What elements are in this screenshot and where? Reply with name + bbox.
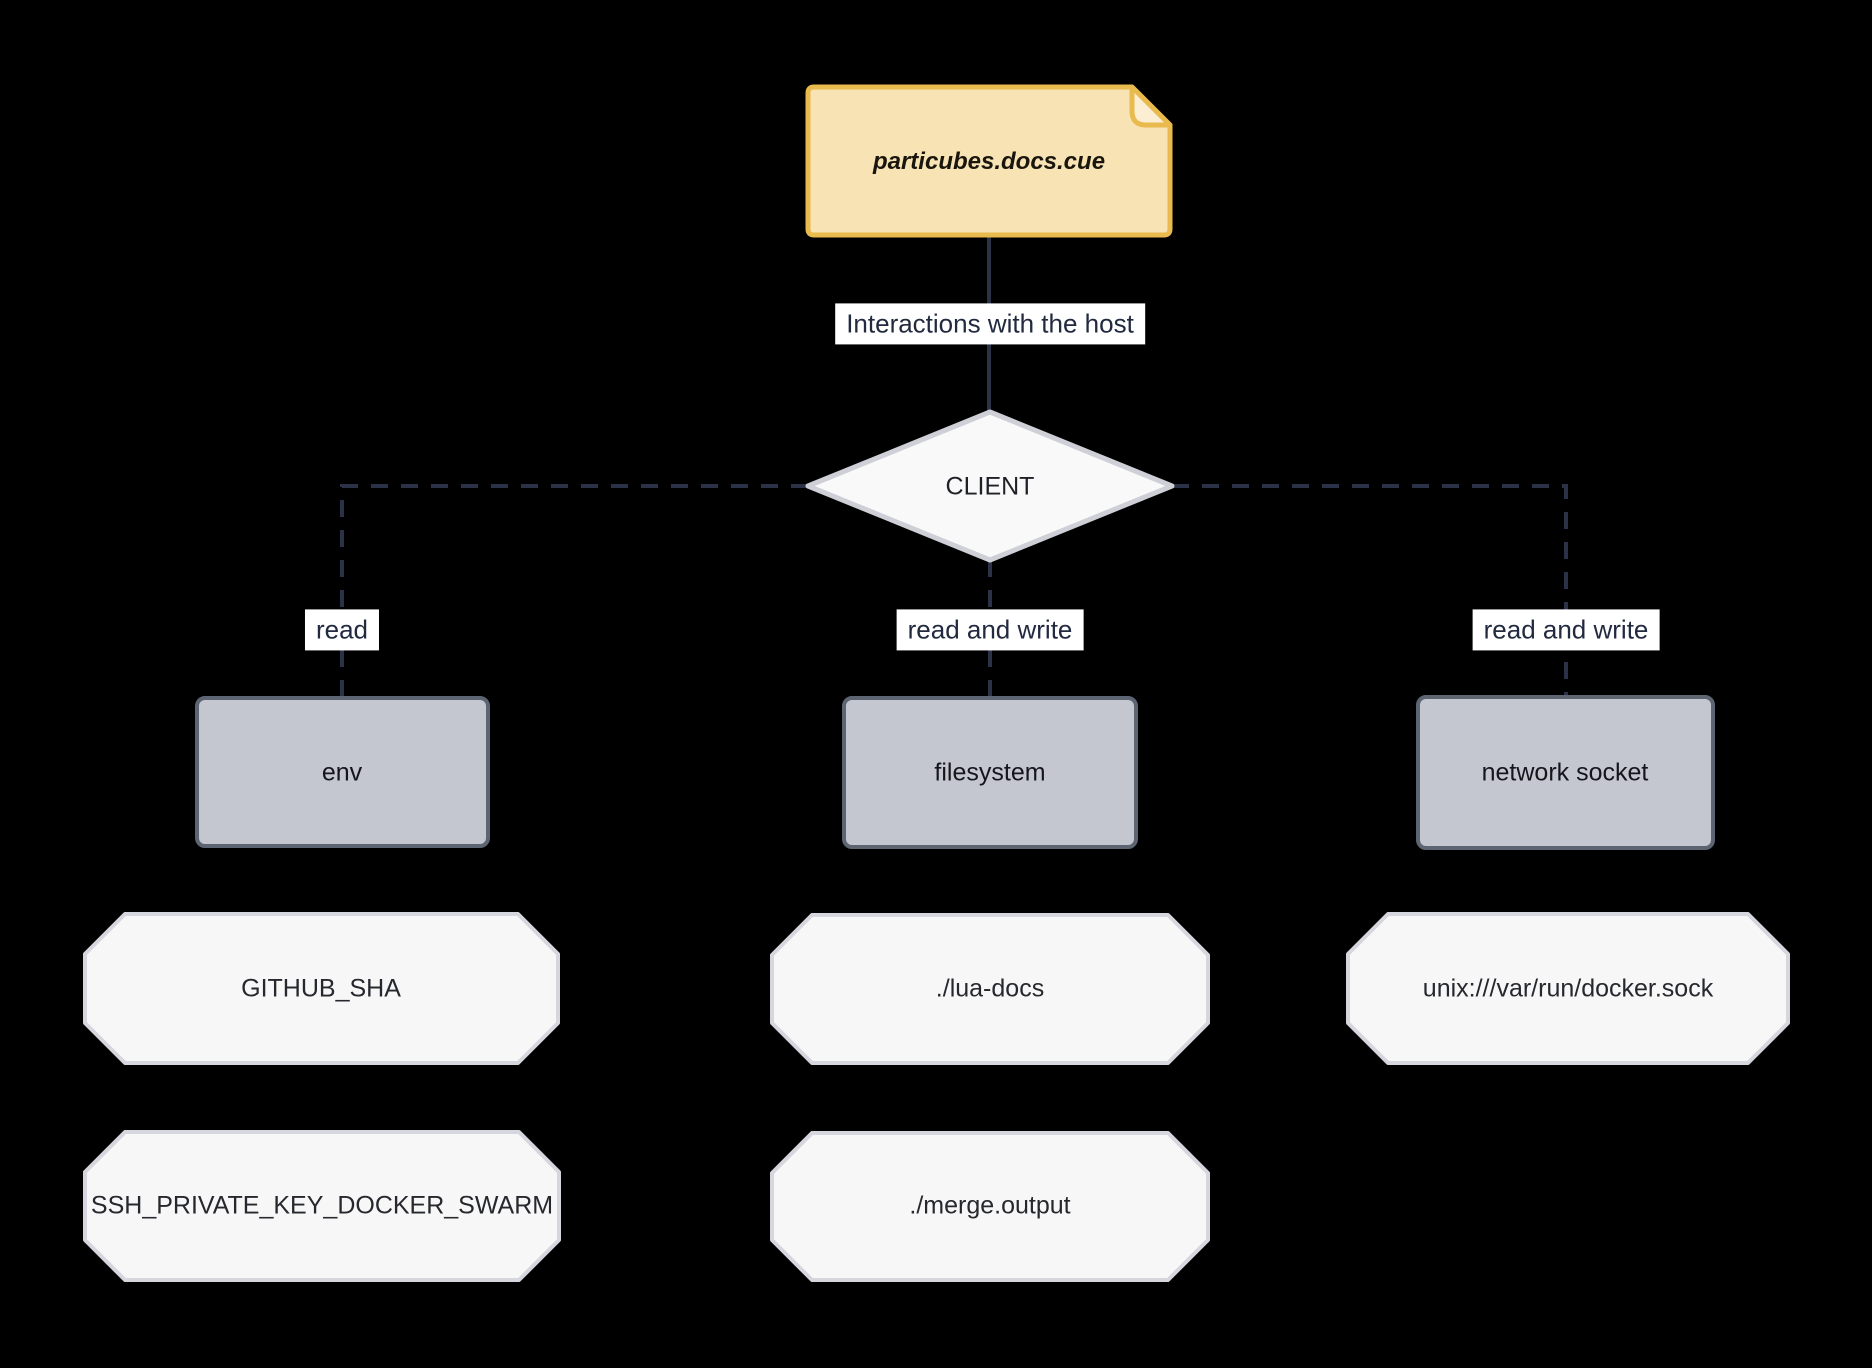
client-diamond-label: CLIENT (945, 472, 1035, 501)
edge-label-read-write-network: read and write (1472, 609, 1660, 651)
github-sha-octagon-shape (83, 912, 560, 1065)
edge-client-to-network-socket (1172, 484, 1568, 697)
merge-output-label: ./merge.output (909, 1191, 1071, 1220)
filesystem-box-label: filesystem (934, 758, 1046, 787)
github-sha-label: GITHUB_SHA (241, 974, 401, 1003)
lua-docs-octagon-shape (770, 913, 1210, 1065)
edge-label-read-write-filesystem: read and write (896, 609, 1084, 651)
network-socket-box-shape (1416, 695, 1715, 850)
lua-docs-label: ./lua-docs (935, 974, 1045, 1003)
network-socket-box-label: network socket (1481, 758, 1649, 787)
env-box-label: env (321, 758, 363, 787)
edge-label-host-interactions: Interactions with the host (835, 303, 1145, 345)
edge-client-to-env (340, 484, 808, 698)
note-shape (805, 84, 1173, 238)
docker-sock-octagon-shape (1346, 912, 1790, 1065)
filesystem-box-shape (842, 696, 1138, 849)
ssh-key-octagon-shape (83, 1130, 561, 1282)
note-fold-corner (1129, 84, 1173, 128)
client-diamond-shape (805, 409, 1175, 563)
ssh-key-label: SSH_PRIVATE_KEY_DOCKER_SWARM (90, 1191, 554, 1220)
env-box-shape (195, 696, 490, 848)
docker-sock-label: unix:///var/run/docker.sock (1422, 974, 1714, 1003)
merge-output-octagon-shape (770, 1131, 1210, 1282)
note-label: particubes.docs.cue (872, 148, 1106, 175)
edge-label-read: read (304, 609, 380, 651)
